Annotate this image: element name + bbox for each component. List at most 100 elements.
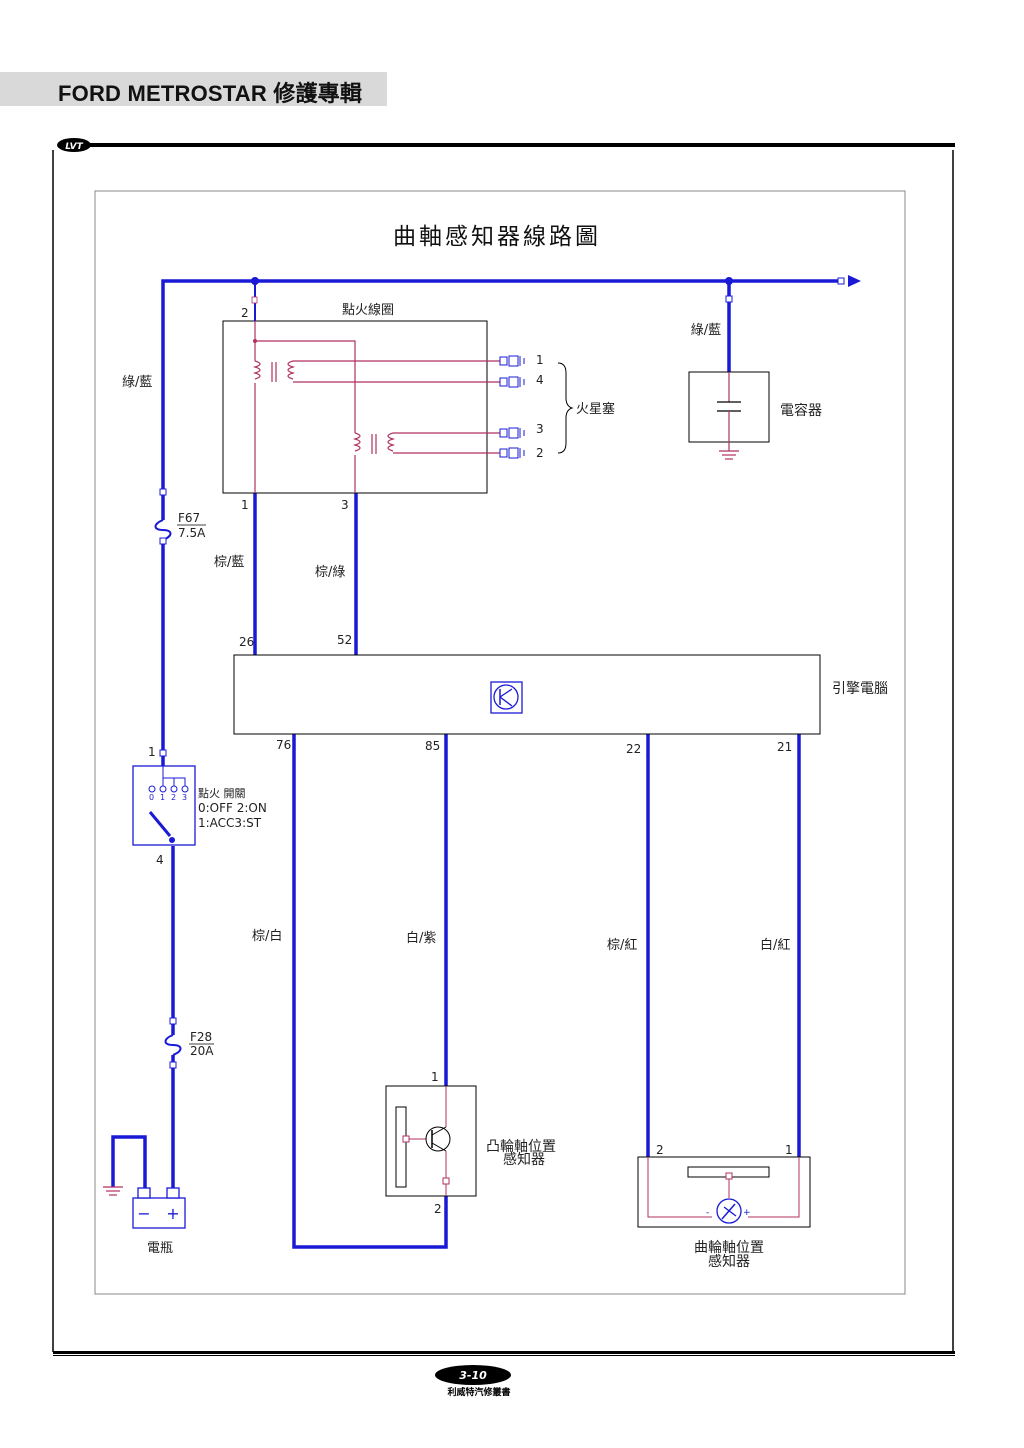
ecu-label: 引擎電腦 bbox=[832, 681, 888, 697]
ecu-pin26: 26 bbox=[239, 635, 254, 649]
switch-pivot bbox=[169, 837, 175, 843]
ecu85-wire-label: 白/紫 bbox=[406, 930, 436, 946]
ecu-pin85: 85 bbox=[425, 739, 440, 753]
plug-1-label: 1 bbox=[536, 353, 544, 367]
f28-name: F28 bbox=[190, 1030, 212, 1044]
switch-legend-line2: 1:ACC3:ST bbox=[198, 816, 262, 830]
battery-pos-symbol: + bbox=[166, 1204, 179, 1223]
crank-sensor-label-2: 感知器 bbox=[708, 1253, 750, 1270]
spark-plugs-label: 火星塞 bbox=[576, 401, 615, 417]
cam-sensor-terminal-bottom bbox=[442, 1177, 450, 1185]
crank-sensor-label-1: 曲輪軸位置 bbox=[694, 1239, 764, 1256]
logo-badge bbox=[57, 138, 91, 152]
spark-plug-connectors bbox=[499, 355, 525, 459]
switch-pin4-label: 4 bbox=[156, 853, 164, 867]
f67-name: F67 bbox=[178, 511, 200, 525]
bottom-rule-thin bbox=[53, 1355, 955, 1356]
coil-pin1-wire-label: 棕/藍 bbox=[214, 555, 244, 570]
coil-pin3-wire-label: 棕/綠 bbox=[315, 565, 345, 580]
plug-3-label: 3 bbox=[536, 422, 544, 436]
capacitor-wire-label: 綠/藍 bbox=[691, 323, 721, 338]
f67-rating: 7.5A bbox=[178, 526, 206, 540]
page-number: 3-10 bbox=[459, 1369, 487, 1382]
battery-neg-post bbox=[137, 1187, 151, 1199]
diagram-frame bbox=[94, 190, 906, 1295]
capacitor-connector bbox=[725, 295, 733, 303]
header-bar bbox=[0, 72, 387, 106]
plug-2-label: 2 bbox=[536, 446, 544, 460]
ecu-pin52: 52 bbox=[337, 633, 352, 647]
crank-sensor-circuit bbox=[647, 1157, 800, 1218]
ecu76-wire-label: 棕/白 bbox=[252, 928, 282, 944]
coil-terminal bbox=[251, 296, 258, 304]
coil-pin2-label: 2 bbox=[241, 306, 249, 320]
switch-legend-line1: 0:OFF 2:ON bbox=[198, 801, 267, 815]
ecu-pin76: 76 bbox=[276, 738, 291, 752]
ecu22-wire-label: 棕/紅 bbox=[607, 938, 637, 953]
cam-sensor-label-2: 感知器 bbox=[503, 1151, 545, 1168]
ignition-switch-label: 點火 開關 bbox=[198, 787, 246, 800]
battery-pos-post bbox=[166, 1187, 180, 1199]
coil-pin3-label: 3 bbox=[341, 498, 349, 512]
switch-pos-2: 2 bbox=[171, 793, 176, 802]
f67-connector-bottom bbox=[159, 537, 167, 545]
capacitor-ground-icon bbox=[719, 450, 739, 460]
book-title: FORD METROSTAR 修護專輯 bbox=[58, 81, 363, 106]
cam-sensor-transistor-icon bbox=[406, 1086, 451, 1196]
fuse-f67-icon bbox=[154, 519, 172, 541]
crank-sensor-transistor-icon bbox=[716, 1198, 742, 1224]
ecu21-wire-label: 白/紅 bbox=[760, 937, 790, 953]
diagram-title: 曲軸感知器線路圖 bbox=[393, 224, 601, 250]
crank-pin2-label: 2 bbox=[656, 1143, 664, 1157]
switch-pos-0: 0 bbox=[149, 793, 154, 802]
switch-pin1-label: 1 bbox=[148, 745, 156, 759]
ecu-pin21: 21 bbox=[777, 740, 792, 754]
ignition-switch-contacts bbox=[148, 756, 189, 837]
battery-box bbox=[132, 1197, 186, 1229]
switch-pos-3: 3 bbox=[182, 793, 187, 802]
crank-sensor-terminal bbox=[725, 1172, 733, 1180]
top-rule bbox=[88, 143, 955, 147]
switch-pos-1: 1 bbox=[160, 793, 165, 802]
cam-pin2-label: 2 bbox=[434, 1202, 442, 1216]
bus-arrow bbox=[848, 275, 861, 287]
wire-ecu-76 bbox=[292, 734, 448, 1249]
f28-rating: 20A bbox=[190, 1044, 214, 1058]
f28-connector-top bbox=[169, 1017, 177, 1025]
spark-plug-brace bbox=[557, 362, 574, 454]
f28-connector-bottom bbox=[169, 1061, 177, 1069]
bus-arrow-connector bbox=[837, 277, 845, 285]
fuse-f28-icon bbox=[164, 1034, 182, 1056]
battery-neg-symbol: − bbox=[137, 1204, 150, 1223]
ignition-coil-label: 點火線圈 bbox=[342, 302, 394, 318]
cam-sensor-magnet bbox=[395, 1106, 407, 1188]
crank-pin1-label: 1 bbox=[785, 1143, 793, 1157]
wire-group bbox=[111, 279, 843, 1249]
wire-battery-ground bbox=[111, 1135, 147, 1188]
battery-ground-icon bbox=[103, 1186, 123, 1196]
crank-pos-mark: + bbox=[743, 1208, 751, 1218]
crank-sensor-box bbox=[637, 1156, 811, 1228]
switch-connector-top bbox=[159, 749, 167, 757]
page-number-badge bbox=[435, 1365, 511, 1385]
cam-sensor-label-1: 凸輪軸位置 bbox=[486, 1138, 556, 1155]
ecu-pin22: 22 bbox=[626, 742, 641, 756]
battery-label: 電瓶 bbox=[147, 1241, 173, 1256]
splice-dot-capacitor bbox=[725, 277, 733, 285]
ecu-box bbox=[233, 654, 821, 735]
crank-neg-mark: - bbox=[706, 1208, 709, 1218]
coil-internal bbox=[252, 321, 500, 493]
coil-junction bbox=[253, 339, 257, 343]
cam-sensor-box bbox=[385, 1085, 477, 1197]
cam-pin1-label: 1 bbox=[431, 1070, 439, 1084]
f67-connector-top bbox=[159, 488, 167, 496]
wire-top-bus bbox=[161, 279, 843, 520]
bottom-rule bbox=[53, 1351, 955, 1354]
ecu-transistor-icon bbox=[490, 681, 523, 714]
capacitor-label: 電容器 bbox=[780, 402, 822, 419]
ignition-switch-box bbox=[132, 765, 196, 846]
cam-sensor-terminal bbox=[402, 1135, 410, 1143]
coil-pin1-label: 1 bbox=[241, 498, 249, 512]
logo-text: LVT bbox=[65, 142, 83, 152]
